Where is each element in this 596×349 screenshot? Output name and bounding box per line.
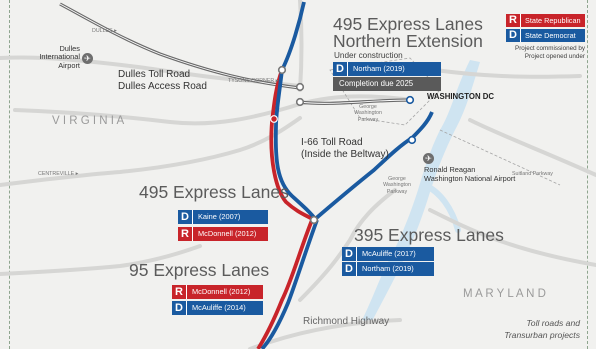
northern-extension-title-line2: Northern Extension (333, 31, 483, 51)
secondary-road-3 (0, 116, 302, 187)
democrat-letter: D (333, 62, 348, 76)
northern-extension-status: Under construction (334, 51, 403, 60)
left-frame-rule (9, 0, 10, 349)
express-395-badge-2: D Northam (2019) (342, 262, 434, 276)
express-395-route (312, 111, 434, 222)
right-frame-rule (587, 0, 588, 349)
express-495-route-red (269, 69, 316, 222)
express-495-title: 495 Express Lanes (139, 182, 289, 202)
express-495-badge-1: D Kaine (2007) (178, 210, 268, 224)
i66-toll-road-label: I-66 Toll Road (301, 137, 363, 148)
interchange-node-1 (295, 82, 305, 92)
badge-governor: Northam (2019) (362, 264, 414, 273)
virginia-state-label: V I R G I N I A (52, 115, 125, 127)
legend-opened-note: Project opened under (524, 53, 585, 60)
republican-letter: R (506, 14, 521, 27)
legend-republican: R State Republican (506, 14, 585, 27)
secondary-road-7 (468, 118, 596, 177)
dulles-airport-label: Dulles International Airport (39, 44, 80, 70)
interchange-node-5 (405, 95, 415, 105)
badge-governor: McAuliffe (2014) (192, 303, 246, 312)
secondary-road-5 (298, 188, 397, 302)
secondary-road-2 (13, 94, 414, 126)
express-495-red-node (270, 115, 278, 123)
badge-governor: Kaine (2007) (198, 212, 241, 221)
express-495-badge-2: R McDonnell (2012) (178, 227, 268, 241)
centreville-label: CENTREVILLE ▸ (38, 171, 79, 177)
gw-parkway-south-label: George Washington Parkway (383, 176, 411, 195)
gw-parkway-north-label: George Washington Parkway (354, 104, 382, 123)
democrat-letter: D (178, 210, 193, 224)
legend-commissioned-note: Project commissioned by (515, 45, 585, 52)
interchange-node-6 (407, 135, 417, 145)
secondary-road-4 (0, 244, 202, 276)
completion-box: Completion due 2025 (333, 77, 441, 91)
republican-letter: R (172, 285, 187, 299)
reagan-airport-label-line1: Ronald Reagan (424, 165, 476, 174)
legend-democrat: D State Democrat (506, 29, 585, 42)
badge-governor: McAuliffe (2017) (362, 249, 416, 258)
express-495-route-blue (273, 69, 318, 222)
badge-governor: McDonnell (2012) (198, 229, 257, 238)
maryland-state-label: M A R Y L A N D (463, 288, 546, 300)
secondary-road-8 (428, 208, 596, 267)
washington-dc-label: WASHINGTON DC (427, 92, 494, 101)
reagan-airport-label-line2: Washington National Airport (424, 174, 516, 183)
footnote-line2: Transurban projects (504, 330, 580, 340)
interchange-node-2 (295, 97, 305, 107)
express-95-badge-2: D McAuliffe (2014) (172, 301, 263, 315)
northern-extension-route (280, 1, 306, 71)
secondary-road-6 (433, 68, 582, 79)
dulles-road-sign: DULLES ▸ (92, 28, 117, 34)
express-95-badge-1: R McDonnell (2012) (172, 285, 263, 299)
airport-plane-icon-dulles: ✈ (82, 53, 93, 64)
northern-extension-badge: D Northam (2019) (333, 62, 441, 76)
dc-border (329, 57, 441, 126)
airport-plane-icon-reagan: ✈ (423, 153, 434, 164)
democrat-letter: D (172, 301, 187, 315)
badge-governor: Northam (2019) (353, 64, 405, 73)
interchange-node-4 (309, 215, 319, 225)
express-395-title: 395 Express Lanes (354, 225, 504, 245)
express-95-route-red (256, 219, 314, 349)
express-95-route-blue (260, 219, 319, 349)
suitland-parkway-label: Suitland Parkway (512, 171, 553, 177)
dulles-toll-road-route-centerline (59, 3, 301, 89)
interchange-node-3 (277, 65, 287, 75)
legend: R State Republican D State Democrat Proj… (506, 14, 586, 78)
dulles-toll-road-label: Dulles Toll Road (118, 69, 191, 80)
republican-letter: R (178, 227, 193, 241)
richmond-highway-label: Richmond Highway (303, 316, 390, 327)
tysons-corner-label: TYSONS CORNER ▸ (228, 78, 279, 84)
state-border (439, 129, 561, 186)
democrat-letter: D (342, 262, 357, 276)
footnote-line1: Toll roads and (526, 318, 580, 328)
express-395-badge-1: D McAuliffe (2017) (342, 247, 434, 261)
dulles-access-road-label: Dulles Access Road (118, 81, 207, 92)
northern-extension-title-line1: 495 Express Lanes (333, 14, 483, 34)
legend-democrat-text: State Democrat (525, 31, 576, 40)
badge-governor: McDonnell (2012) (192, 287, 251, 296)
legend-republican-text: State Republican (525, 16, 581, 25)
democrat-letter: D (506, 29, 521, 42)
express-95-title: 95 Express Lanes (129, 260, 270, 280)
inside-beltway-label: (Inside the Beltway) (301, 149, 389, 160)
democrat-letter: D (342, 247, 357, 261)
